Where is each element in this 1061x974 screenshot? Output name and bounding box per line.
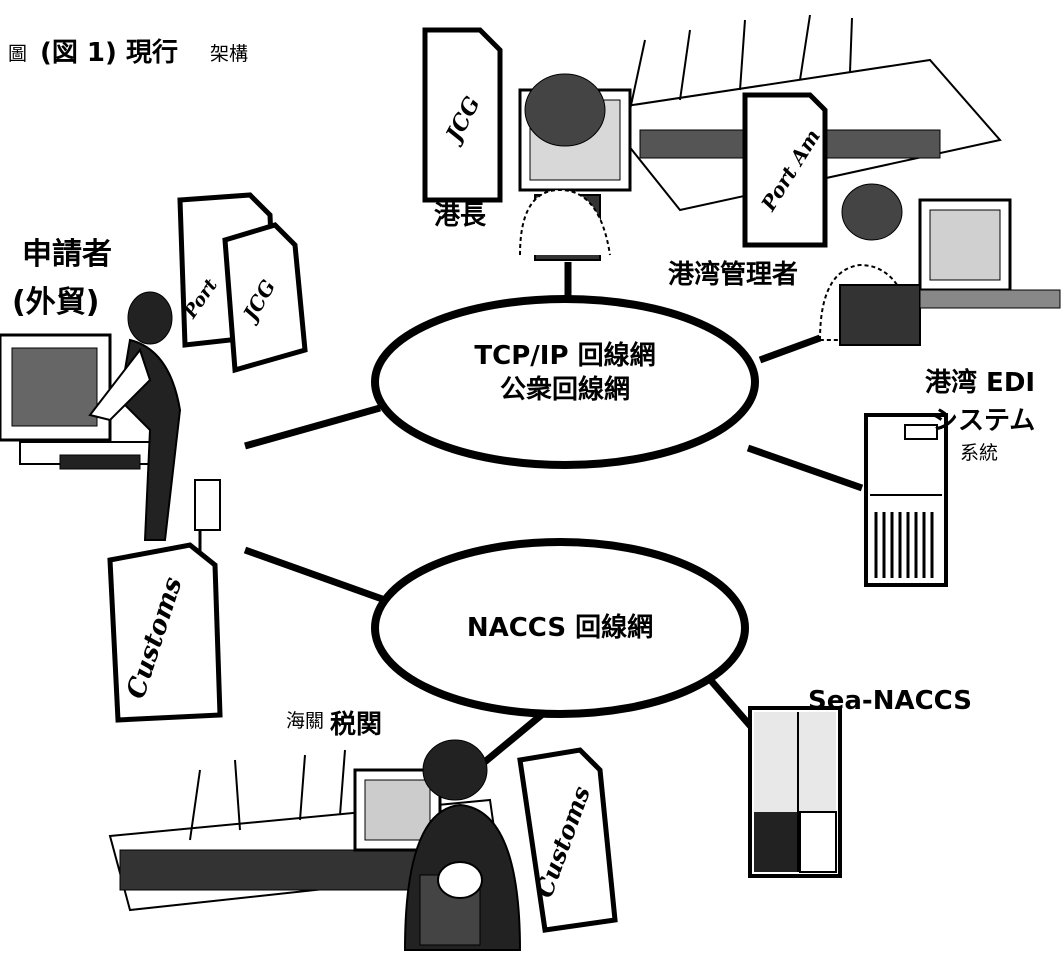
harbor-master-label: 港長 (434, 201, 487, 231)
connection-lines (243, 262, 864, 773)
tcp-ip-network-ellipse (371, 295, 759, 469)
link-port-edi (746, 444, 864, 492)
tcp-ip-network-label: TCP/IP 回線網 公衆回線網 (415, 340, 715, 408)
applicant-woman-icon (0, 291, 221, 575)
customs-jp-label: 税関 (330, 710, 383, 740)
port-edi-server-icon (864, 413, 948, 587)
port-am-document (742, 92, 828, 248)
customs-officer-workstation-icon (108, 739, 522, 951)
link-customs (472, 709, 548, 773)
figure-caption-prefix: 圖 (8, 43, 28, 65)
figure-caption-title: (図 1) 現行 (40, 38, 178, 68)
port-edi-cn-label: 系統 (960, 442, 999, 464)
port-manager-label: 港湾管理者 (668, 260, 799, 290)
jcg-document-left (222, 222, 308, 374)
applicant-sub-label: (外貿) (12, 285, 100, 320)
sea-naccs-server-icon (748, 706, 842, 878)
document-icons (107, 27, 828, 933)
port-manager-workstation-icon (818, 183, 1061, 346)
tcp-ip-network-line2: 公衆回線網 (499, 374, 630, 405)
figure-caption-suffix: 架構 (210, 43, 249, 65)
jcg-document-top (422, 27, 503, 203)
sea-naccs-label: Sea-NACCS (808, 686, 972, 716)
naccs-network-label: NACCS 回線網 (466, 613, 654, 643)
port-edi-label: 港湾 EDI (925, 368, 1036, 398)
customs-cn-label: 海關 (286, 710, 325, 732)
link-port-manager (758, 334, 822, 364)
naccs-network-ellipse (371, 538, 749, 718)
applicant-label: 申請者 (22, 237, 112, 272)
customs-document-left (107, 542, 223, 723)
link-applicant-naccs (243, 546, 387, 604)
tcp-ip-network-line1: TCP/IP 回線網 (474, 341, 656, 371)
customs-document-bottom (517, 747, 618, 933)
port-edi-system-label: システム (932, 406, 1036, 436)
link-applicant-tcp (244, 404, 381, 450)
